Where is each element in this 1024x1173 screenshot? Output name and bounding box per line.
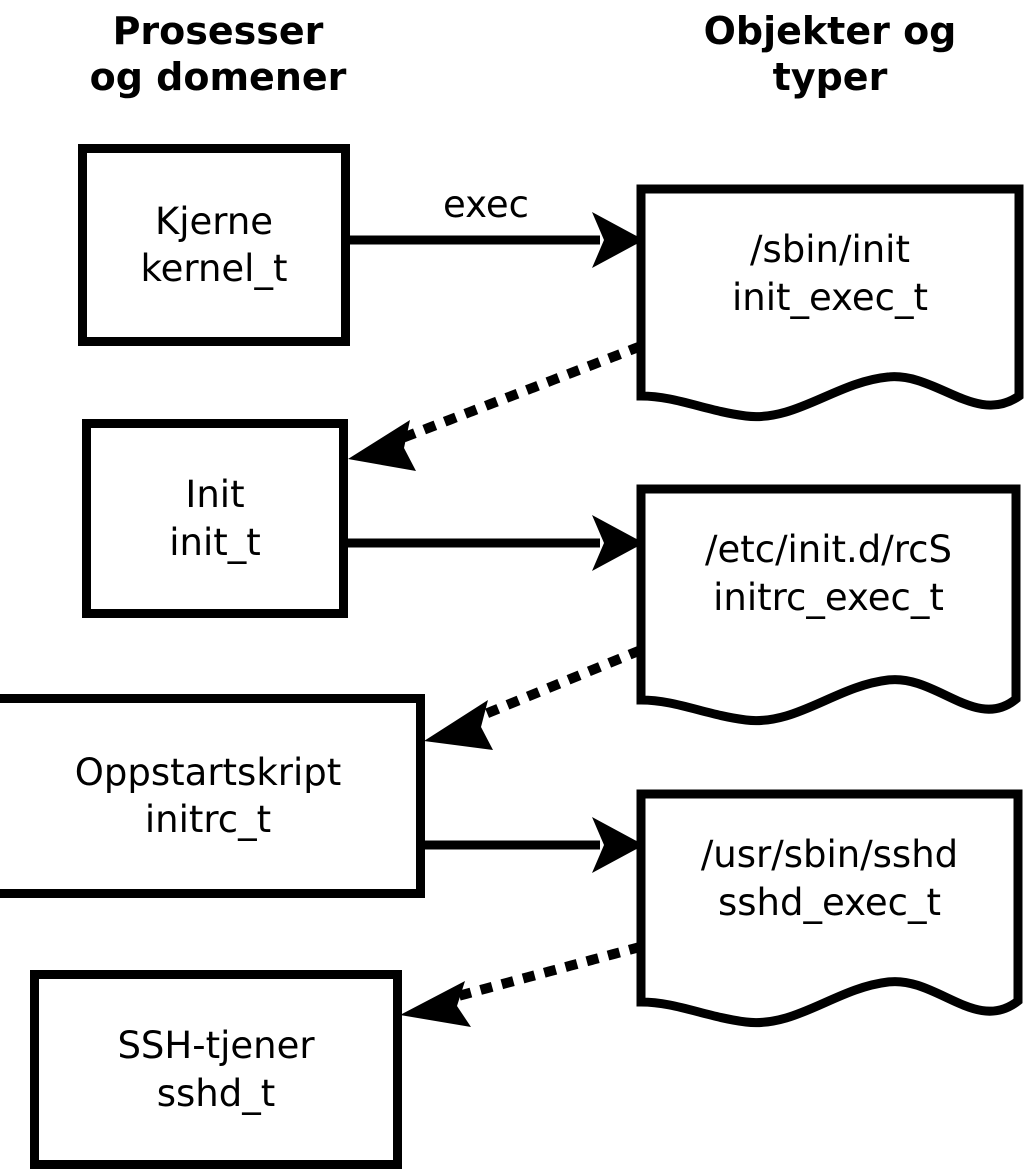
column-header-processes: Prosesser og domener [89, 9, 347, 100]
process-box-initrc-name: Oppstartskript [74, 750, 342, 794]
process-box-kernel-type: kernel_t [140, 247, 288, 290]
document-shape-icon [636, 484, 1021, 726]
object-doc-initrc-exec-path: /etc/init.d/rcS [704, 528, 952, 571]
edge-rcsexec-transition [424, 645, 643, 750]
edge-sshdexec-transition [400, 941, 643, 1027]
object-doc-initrc-exec-type: initrc_exec_t [713, 576, 944, 619]
arrowhead-icon [424, 700, 493, 750]
edge-initexec-transition [348, 341, 643, 471]
process-box-sshd[interactable]: SSH-tjener sshd_t [30, 970, 402, 1169]
document-shape-icon [636, 184, 1024, 422]
column-header-objects: Objekter og typer [703, 9, 957, 100]
object-doc-init-exec[interactable]: /sbin/init init_exec_t [636, 184, 1024, 424]
process-box-init-type: init_t [169, 520, 261, 564]
edge-initrc-exec-sshd [425, 817, 644, 873]
process-box-sshd-type: sshd_t [156, 1071, 276, 1115]
edge-init-exec-rcs [348, 515, 644, 571]
process-box-kernel-name: Kjerne [154, 199, 274, 243]
process-box-initrc[interactable]: Oppstartskript initrc_t [0, 694, 425, 898]
object-doc-sshd-exec-type: sshd_exec_t [718, 881, 941, 924]
object-doc-init-exec-path: /sbin/init [750, 228, 910, 271]
document-shape-icon [636, 789, 1023, 1028]
process-box-init-name: Init [185, 473, 245, 517]
process-box-sshd-name: SSH-tjener [117, 1024, 315, 1068]
arrowhead-icon [400, 981, 471, 1027]
object-doc-init-exec-type: init_exec_t [731, 276, 928, 319]
object-doc-sshd-exec-path: /usr/sbin/sshd [700, 833, 959, 876]
process-box-initrc-type: initrc_t [144, 798, 272, 841]
edge-label-exec: exec [443, 183, 529, 226]
process-box-kernel[interactable]: Kjerne kernel_t [78, 144, 350, 346]
object-doc-sshd-exec[interactable]: /usr/sbin/sshd sshd_exec_t [636, 789, 1023, 1034]
arrowhead-icon [348, 420, 416, 471]
object-doc-initrc-exec[interactable]: /etc/init.d/rcS initrc_exec_t [636, 484, 1021, 734]
process-box-init[interactable]: Init init_t [82, 419, 348, 618]
